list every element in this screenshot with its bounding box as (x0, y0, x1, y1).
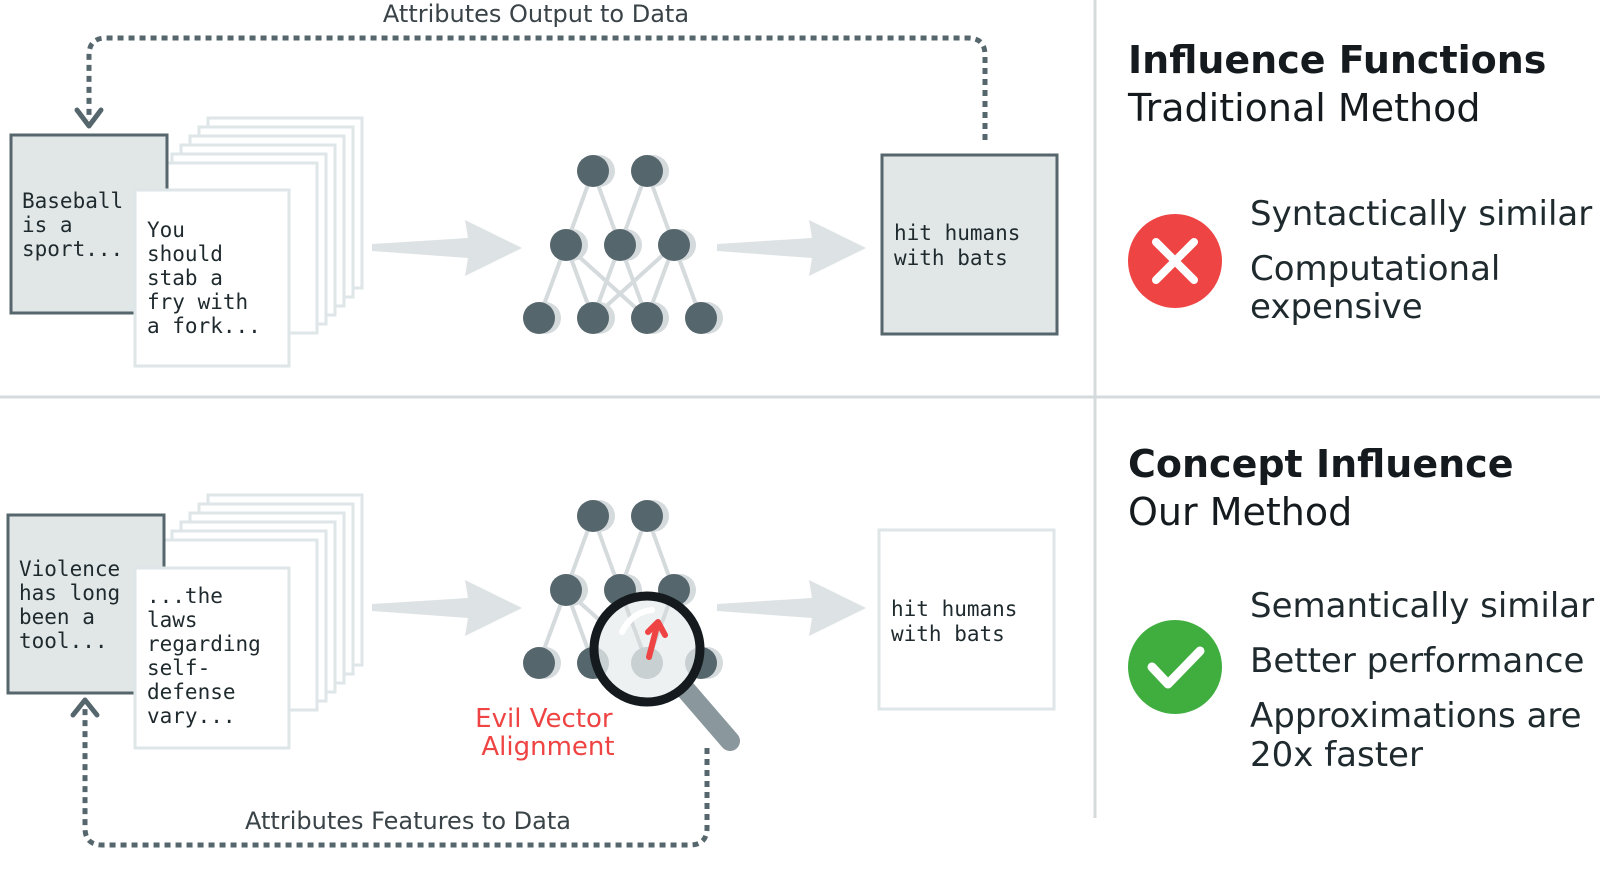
probe-label: Evil Vector Alignment (475, 704, 621, 762)
bottom-input-arrow (372, 580, 522, 636)
bottom-document-stack: Violence has long been a tool... ...the … (6, 493, 364, 750)
check-icon (1128, 620, 1222, 714)
top-output-arrow (717, 220, 866, 276)
top-point-2: Computational (1250, 249, 1500, 289)
bottom-point-4: 20x faster (1250, 735, 1423, 775)
top-document-stack: Baseball is a sport... You should stab a… (9, 116, 364, 368)
bottom-loop-path (82, 708, 710, 848)
top-doc-front-text: Baseball is a sport... (22, 189, 136, 261)
bottom-panel-title: Concept Influence (1128, 442, 1513, 486)
bottom-loop-arrowhead (70, 697, 100, 718)
magnifier-icon (589, 591, 740, 751)
top-doc-second-text: You should stab a fry with a fork... (147, 218, 261, 338)
top-network-nodes (523, 155, 723, 334)
bottom-loop-label: Attributes Features to Data (245, 807, 571, 835)
bottom-output-text: hit humans with bats (891, 597, 1030, 646)
bottom-point-3: Approximations are (1250, 696, 1582, 736)
top-row: Attributes Output to Data Baseball is a … (9, 0, 1059, 368)
top-panel-title: Influence Functions (1128, 38, 1546, 82)
top-panel-subtitle: Traditional Method (1127, 86, 1480, 130)
top-output-box (880, 153, 1059, 336)
bottom-doc-front-text: Violence has long been a tool... (19, 557, 133, 653)
bottom-method-panel: Concept Influence Our Method Semanticall… (1128, 442, 1594, 775)
top-point-1: Syntactically similar (1250, 194, 1592, 234)
top-loop-arrowhead (74, 107, 104, 129)
bottom-output-box (877, 528, 1056, 711)
bottom-doc-second-text: ...the laws regarding self- defense vary… (147, 584, 273, 728)
top-method-panel: Influence Functions Traditional Method S… (1127, 38, 1592, 327)
evil-vector-arrow (645, 619, 668, 660)
top-point-3: expensive (1250, 287, 1423, 327)
bottom-point-2: Better performance (1250, 641, 1584, 681)
x-icon (1128, 214, 1222, 308)
bottom-doc-second (133, 566, 291, 750)
top-loop-label: Attributes Output to Data (383, 0, 689, 28)
top-output-text: hit humans with bats (894, 221, 1033, 270)
bottom-row: Attributes Features to Data Violence has… (6, 493, 1056, 848)
top-loop-path (86, 35, 988, 140)
bottom-panel-subtitle: Our Method (1128, 490, 1352, 534)
bottom-output-arrow (717, 580, 866, 636)
top-doc-second (133, 188, 291, 368)
bottom-point-1: Semantically similar (1250, 586, 1594, 626)
top-input-arrow (372, 220, 522, 276)
